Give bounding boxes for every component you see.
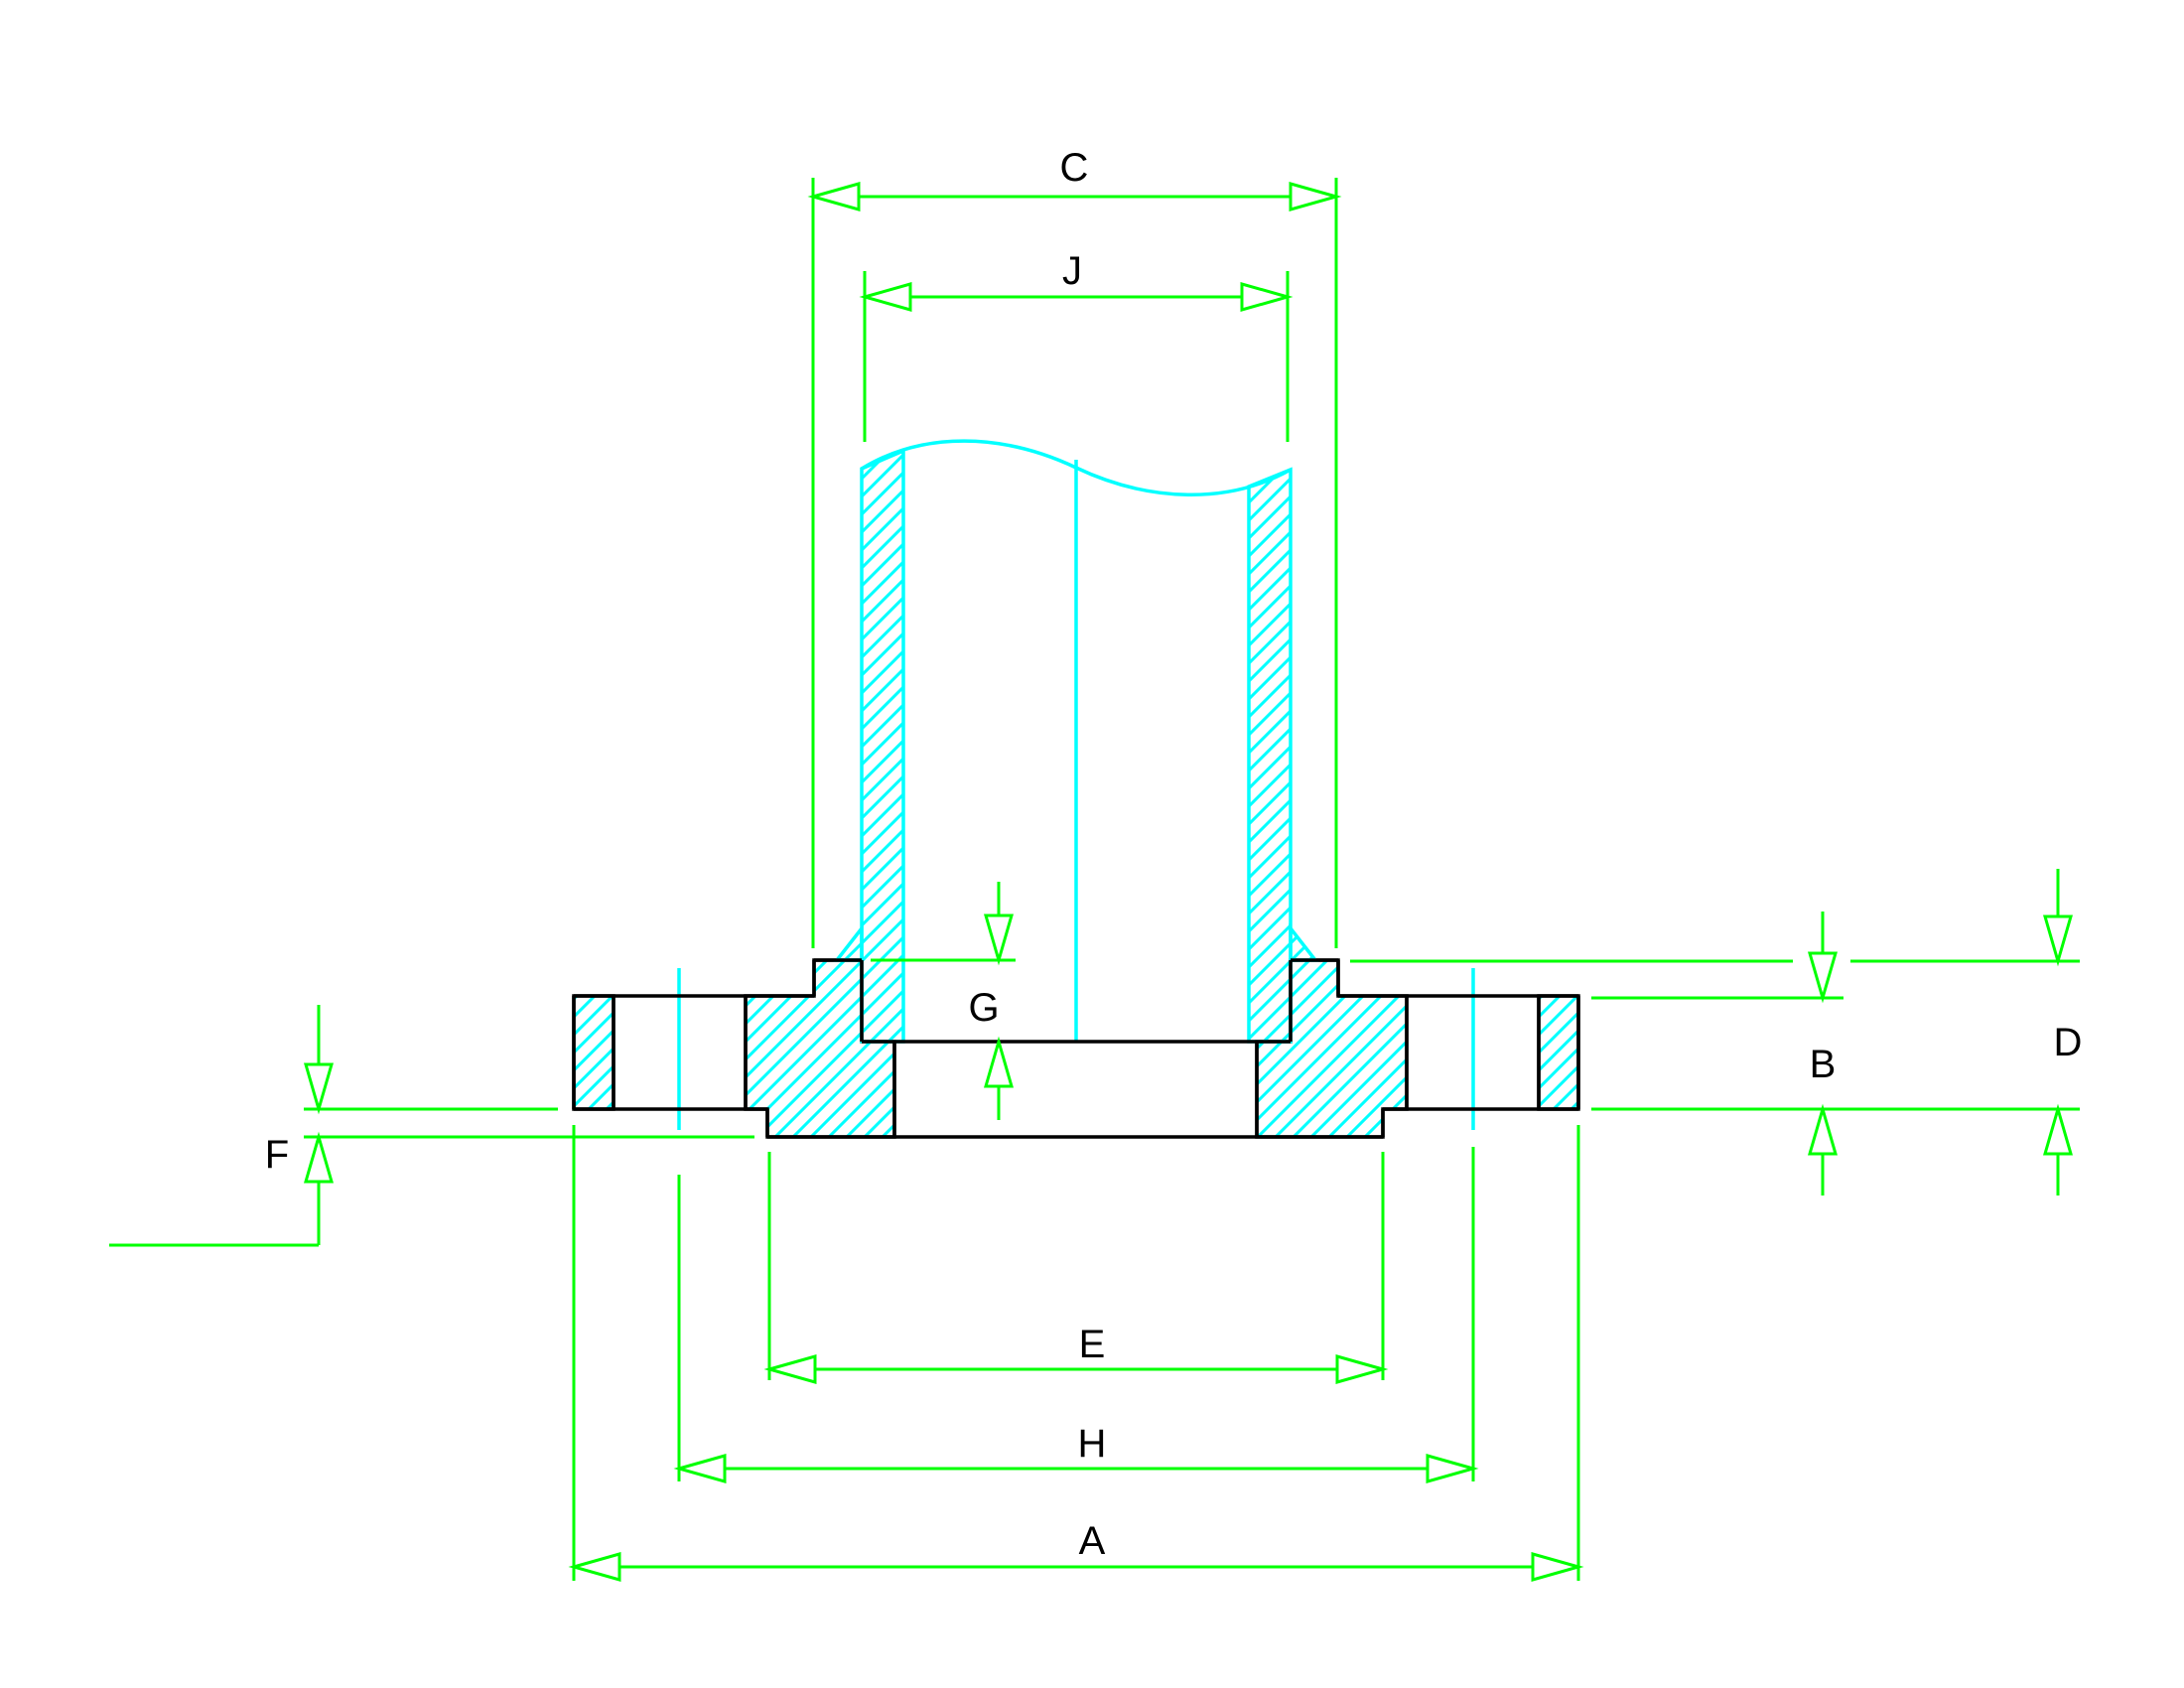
rim-section-left <box>572 994 615 1111</box>
dim-label-b: B <box>1810 1043 1837 1086</box>
dim-label-a: A <box>1079 1519 1106 1563</box>
dimension-d: D <box>1350 869 2082 1196</box>
dimension-c: C <box>807 146 1342 948</box>
dim-b-arrow-bottom <box>1808 1103 1838 1156</box>
dim-label-f: F <box>265 1133 289 1177</box>
dimension-g: G <box>871 882 1016 1120</box>
dim-g-arrow-top <box>984 914 1014 966</box>
dim-label-d: D <box>2054 1021 2083 1064</box>
rim-section-right <box>1537 994 1580 1111</box>
dimension-h: H <box>673 1147 1479 1483</box>
dimension-e: E <box>763 1152 1389 1384</box>
weld-bevel-right <box>1289 922 1319 962</box>
dim-label-g: G <box>968 986 999 1030</box>
dim-h-arrow-right <box>1426 1454 1479 1483</box>
dimension-j: J <box>859 249 1294 442</box>
dim-d-arrow-bottom <box>2043 1103 2073 1156</box>
dim-a-arrow-right <box>1531 1552 1584 1582</box>
dimension-f: F <box>109 1005 754 1247</box>
flange-outline <box>572 958 1580 1139</box>
dim-label-c: C <box>1060 146 1089 190</box>
pipe-wall-right-section <box>1247 467 1293 1044</box>
dimension-a: A <box>568 1125 1584 1582</box>
dim-b-arrow-top <box>1808 951 1838 1004</box>
dim-label-h: H <box>1078 1422 1107 1466</box>
dim-j-arrow-right <box>1240 282 1294 312</box>
dim-e-arrow-left <box>763 1354 817 1384</box>
dim-label-j: J <box>1062 249 1082 293</box>
pipe-wall-left-section <box>860 448 905 1044</box>
weld-bevel-left <box>833 922 864 962</box>
dim-e-arrow-right <box>1335 1354 1389 1384</box>
dim-label-e: E <box>1079 1323 1106 1366</box>
dim-f-arrow-top <box>304 1062 334 1115</box>
dim-f-arrow-bottom <box>304 1131 334 1184</box>
dim-c-arrow-right <box>1289 182 1342 211</box>
dim-g-arrow-bottom <box>984 1036 1014 1088</box>
dim-a-arrow-left <box>568 1552 621 1582</box>
dim-c-arrow-left <box>807 182 861 211</box>
dim-j-arrow-left <box>859 282 912 312</box>
dim-d-arrow-top <box>2043 914 2073 967</box>
dimension-b: B <box>1591 912 2080 1196</box>
dim-h-arrow-left <box>673 1454 727 1483</box>
